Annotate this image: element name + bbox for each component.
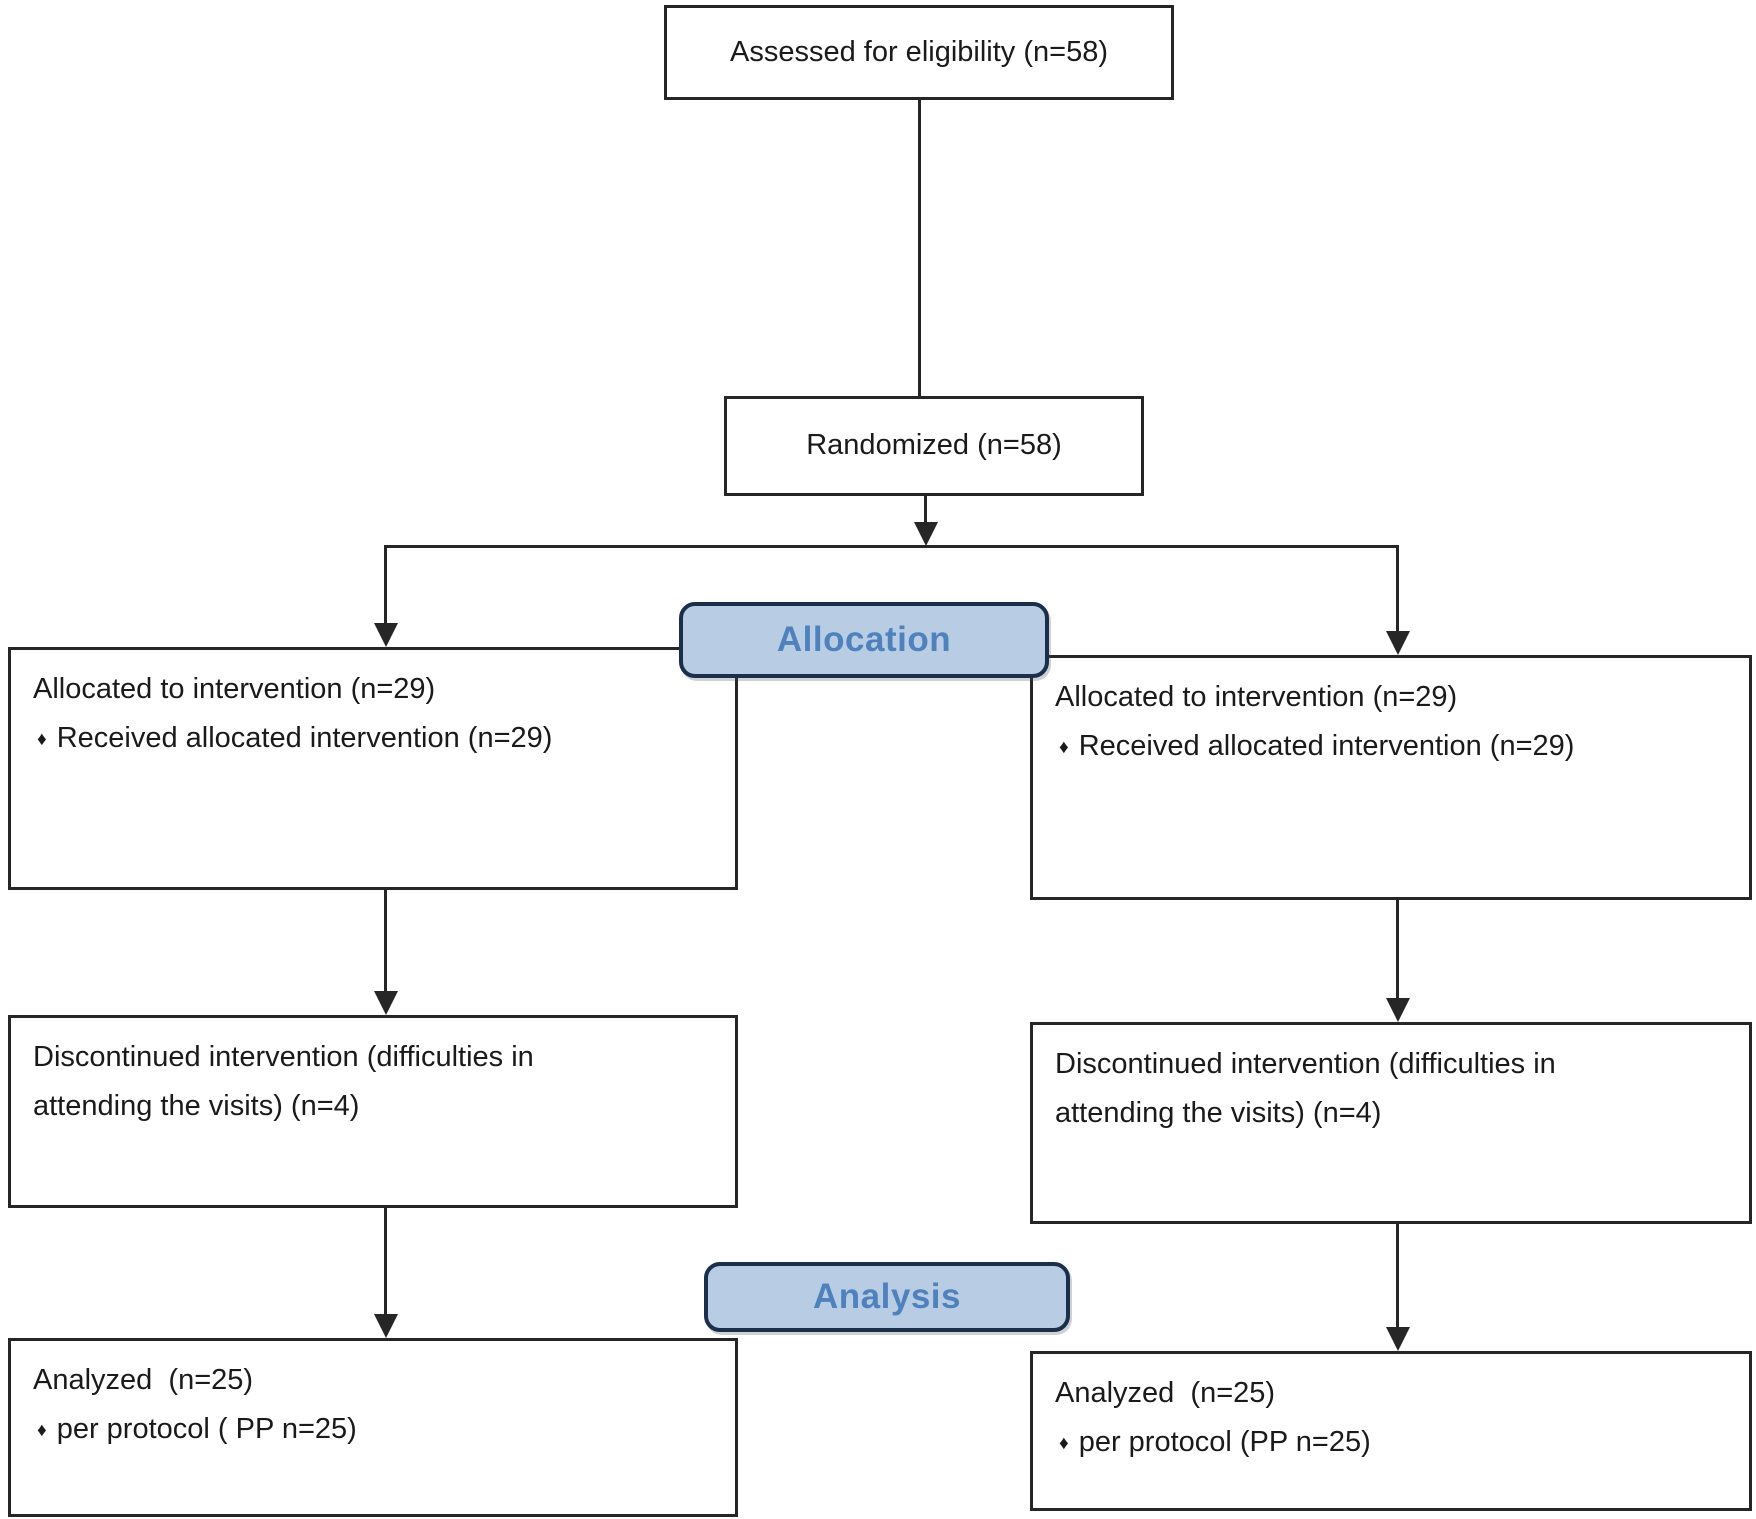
connector-allocated-to-discontinued-right [1396,900,1399,1000]
analyzed-left-bullet-text: per protocol ( PP n=25) [56,1413,357,1446]
arrowhead-down-icon [374,623,398,647]
diamond-bullet-icon: ♦ [37,729,47,751]
arrowhead-down-icon [374,991,398,1015]
allocation-banner-label: Allocation [776,620,952,659]
connector-allocated-to-discontinued-left [384,890,387,993]
randomized-box: Randomized (n=58) [724,396,1144,496]
arrowhead-down-icon [914,522,938,546]
allocated-left-bullet-text: Received allocated intervention (n=29) [56,722,553,755]
allocated-right-title: Allocated to intervention (n=29) [1055,681,1458,713]
discontinued-left-text: Discontinued intervention (difficulties … [33,1041,542,1123]
connector-discontinued-to-analyzed-left [384,1208,387,1316]
discontinued-right-box: Discontinued intervention (difficulties … [1030,1022,1752,1224]
connector-split-to-allocated-left [384,545,387,625]
eligibility-label: Assessed for eligibility (n=58) [730,35,1108,68]
connector-discontinued-to-analyzed-right [1396,1224,1399,1329]
allocated-right-bullet-text: Received allocated intervention (n=29) [1078,730,1575,763]
arrowhead-down-icon [1386,998,1410,1022]
connector-randomized-to-split [924,496,927,528]
allocated-left-bullet-line: ♦ Received allocated intervention (n=29) [33,714,713,763]
connector-split-to-allocated-right [1396,545,1399,633]
discontinued-left-box: Discontinued intervention (difficulties … [8,1015,738,1208]
diamond-bullet-icon: ♦ [1059,737,1069,759]
connector-split-horizontal [385,545,1399,548]
analysis-phase-banner: Analysis [704,1262,1070,1332]
randomized-label: Randomized (n=58) [806,429,1062,462]
allocated-intervention-right-box: Allocated to intervention (n=29) ♦ Recei… [1030,655,1752,900]
analyzed-left-bullet-line: ♦ per protocol ( PP n=25) [33,1405,713,1454]
analyzed-right-box: Analyzed (n=25) ♦ per protocol (PP n=25) [1030,1351,1752,1511]
analyzed-right-bullet-line: ♦ per protocol (PP n=25) [1055,1418,1727,1467]
allocated-left-title: Allocated to intervention (n=29) [33,673,436,705]
diamond-bullet-icon: ♦ [1059,1433,1069,1455]
diamond-bullet-icon: ♦ [37,1420,47,1442]
analyzed-left-box: Analyzed (n=25) ♦ per protocol ( PP n=25… [8,1338,738,1517]
allocated-intervention-left-box: Allocated to intervention (n=29) ♦ Recei… [8,647,738,890]
arrowhead-down-icon [1386,1327,1410,1351]
connector-eligibility-to-randomized [918,98,921,398]
allocation-phase-banner: Allocation [679,602,1049,678]
analyzed-right-title: Analyzed (n=25) [1055,1377,1276,1409]
discontinued-right-text: Discontinued intervention (difficulties … [1055,1048,1564,1130]
arrowhead-down-icon [1386,631,1410,655]
analyzed-left-title: Analyzed (n=25) [33,1364,254,1396]
arrowhead-down-icon [374,1314,398,1338]
analysis-banner-label: Analysis [813,1277,961,1316]
analyzed-right-bullet-text: per protocol (PP n=25) [1078,1426,1371,1459]
eligibility-box: Assessed for eligibility (n=58) [664,5,1174,100]
allocated-right-bullet-line: ♦ Received allocated intervention (n=29) [1055,722,1727,771]
